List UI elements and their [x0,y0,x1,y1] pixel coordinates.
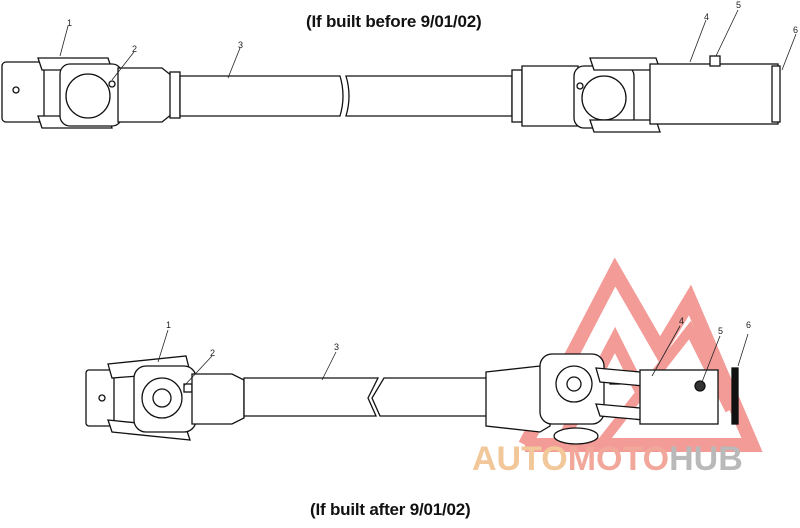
top-left-yoke-body [1,61,45,123]
bottom-shaft-tube-right [371,377,493,417]
watermark-moto: MOTO [567,440,670,478]
bottom-callout-1: 1 [166,320,171,330]
watermark-hub: HUB [669,440,743,478]
top-left-grease-fitting [108,80,116,88]
top-callout-3: 3 [238,40,243,50]
top-shaft-tube [179,75,344,117]
top-slip-yoke [649,63,779,125]
top-callout-4: 4 [704,12,709,22]
top-right-ujoint-bearing [581,75,627,121]
top-slip-grease-fitting [709,55,721,67]
top-slip-yoke-end [771,65,781,123]
bottom-left-ujoint-cap [152,388,172,408]
bottom-slip-grease-fitting [694,380,706,392]
top-callouts: 1 2 3 4 5 6 [67,0,798,54]
bottom-left-tube-yoke [191,373,245,425]
bottom-right-ujoint-cap [566,376,582,392]
watermark-auto: AUTO [472,440,568,478]
bottom-callouts: 1 2 3 4 5 6 [166,316,751,358]
bottom-slip-seal [731,367,739,425]
top-right-tube-yoke [521,65,579,127]
top-leader-lines [59,9,797,81]
bottom-right-lower-cap [553,427,599,445]
top-caption: (If built before 9/01/02) [306,12,482,31]
bottom-callout-2: 2 [210,348,215,358]
top-right-weld-ring [511,69,523,123]
top-shaft-tube-right [345,75,513,117]
top-left-weld-ring [169,71,181,119]
bottom-shaft-tube-left [243,377,380,417]
bottom-left-yoke-bolt [98,394,106,402]
bottom-callout-5: 5 [718,326,723,336]
top-left-ujoint-bearing [65,73,111,119]
top-callout-1: 1 [67,18,72,28]
bottom-slip-yoke [639,369,719,425]
top-driveshaft [1,55,781,133]
top-callout-5: 5 [736,0,741,10]
watermark-wordmark: AUTOMOTOHUB [472,440,743,479]
bottom-leader-lines [157,325,749,387]
bottom-callout-4: 4 [679,316,684,326]
top-left-tube-yoke [117,67,173,123]
bottom-driveshaft [85,353,739,445]
top-callout-2: 2 [132,44,137,54]
top-right-grease-fitting [576,82,584,90]
top-callout-6: 6 [793,25,798,35]
bottom-caption: (If built after 9/01/02) [310,500,471,519]
top-left-yoke-hole [12,86,20,94]
bottom-callout-6: 6 [746,320,751,330]
bottom-callout-3: 3 [334,342,339,352]
